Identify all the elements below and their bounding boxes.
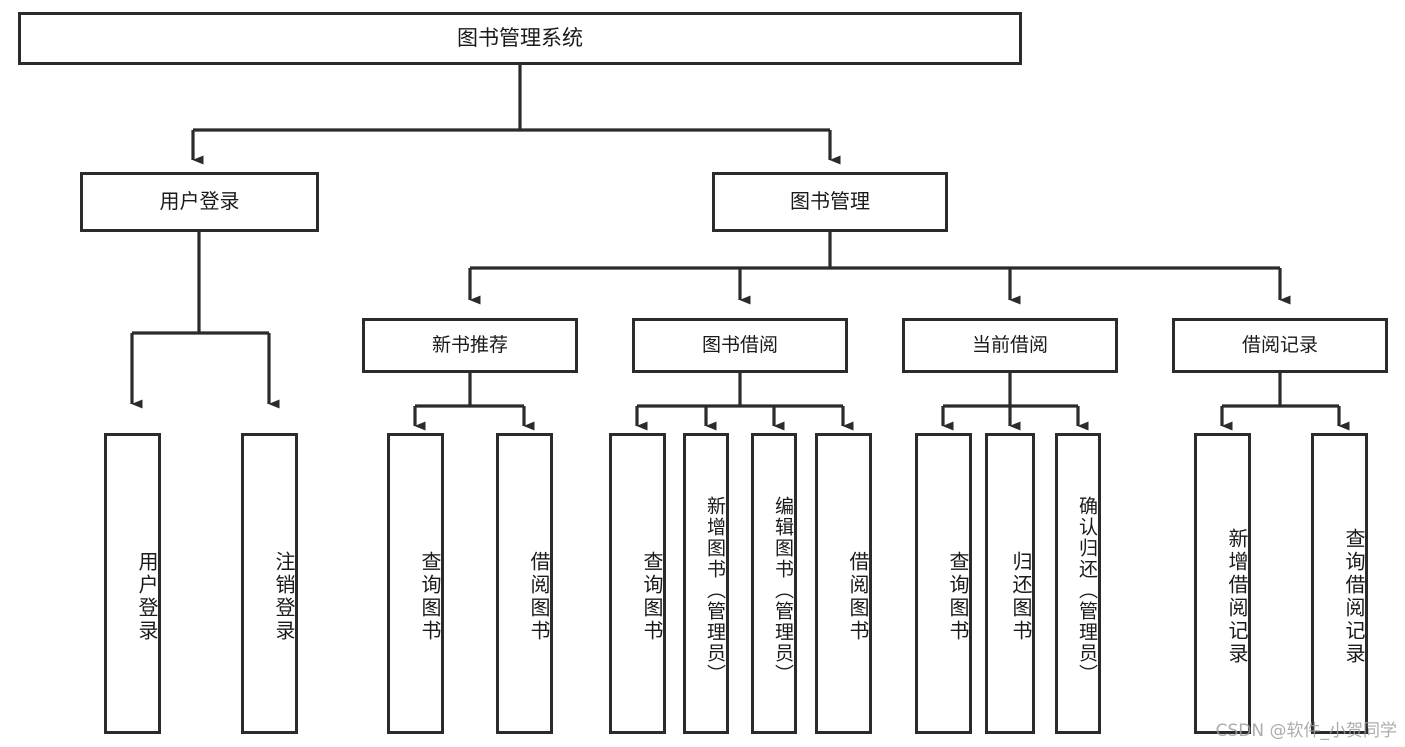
- node-leaf-query-book-1[interactable]: 查询图书: [387, 433, 444, 734]
- node-borrow-record[interactable]: 借阅记录: [1172, 318, 1388, 373]
- node-leaf-logout-label: 注销登录: [272, 550, 296, 643]
- node-leaf-return-book[interactable]: 归还图书: [985, 433, 1035, 734]
- node-book-borrow[interactable]: 图书借阅: [632, 318, 848, 373]
- node-leaf-borrow-book-2-label: 借阅图书: [846, 550, 870, 643]
- node-leaf-query-record[interactable]: 查询借阅记录: [1311, 433, 1368, 734]
- node-book-manage-label: 图书管理: [790, 189, 870, 214]
- node-root-label: 图书管理系统: [457, 26, 583, 51]
- node-new-book-rec-label: 新书推荐: [431, 334, 508, 357]
- node-leaf-user-login-label: 用户登录: [135, 550, 159, 643]
- node-book-manage[interactable]: 图书管理: [712, 172, 948, 232]
- node-leaf-query-book-3[interactable]: 查询图书: [915, 433, 972, 734]
- node-leaf-add-record[interactable]: 新增借阅记录: [1194, 433, 1251, 734]
- node-root[interactable]: 图书管理系统: [18, 12, 1022, 65]
- node-borrow-record-label: 借阅记录: [1241, 334, 1318, 357]
- node-current-borrow-label: 当前借阅: [971, 334, 1048, 357]
- node-leaf-add-book[interactable]: 新增图书（管理员）: [683, 433, 729, 734]
- node-leaf-confirm-return-label: 确认归还（管理员）: [1076, 496, 1098, 685]
- node-new-book-rec[interactable]: 新书推荐: [362, 318, 578, 373]
- node-user-login-label: 用户登录: [159, 189, 240, 214]
- watermark: CSDN @软件_小贺同学: [1215, 721, 1397, 741]
- node-current-borrow[interactable]: 当前借阅: [902, 318, 1118, 373]
- node-leaf-query-book-1-label: 查询图书: [418, 550, 442, 643]
- node-leaf-query-book-2[interactable]: 查询图书: [609, 433, 666, 734]
- node-leaf-query-book-3-label: 查询图书: [946, 550, 970, 643]
- node-book-borrow-label: 图书借阅: [701, 334, 778, 357]
- node-leaf-query-book-2-label: 查询图书: [640, 550, 664, 643]
- node-leaf-query-record-label: 查询借阅记录: [1342, 527, 1366, 666]
- node-leaf-borrow-book-2[interactable]: 借阅图书: [815, 433, 872, 734]
- node-leaf-add-record-label: 新增借阅记录: [1225, 527, 1249, 666]
- node-leaf-edit-book[interactable]: 编辑图书（管理员）: [751, 433, 797, 734]
- node-leaf-confirm-return[interactable]: 确认归还（管理员）: [1055, 433, 1101, 734]
- node-leaf-borrow-book-1[interactable]: 借阅图书: [496, 433, 553, 734]
- node-leaf-edit-book-label: 编辑图书（管理员）: [772, 496, 794, 685]
- node-leaf-return-book-label: 归还图书: [1009, 550, 1033, 643]
- node-leaf-borrow-book-1-label: 借阅图书: [527, 550, 551, 643]
- node-user-login[interactable]: 用户登录: [80, 172, 319, 232]
- node-leaf-add-book-label: 新增图书（管理员）: [704, 496, 726, 685]
- node-leaf-logout[interactable]: 注销登录: [241, 433, 298, 734]
- node-leaf-user-login[interactable]: 用户登录: [104, 433, 161, 734]
